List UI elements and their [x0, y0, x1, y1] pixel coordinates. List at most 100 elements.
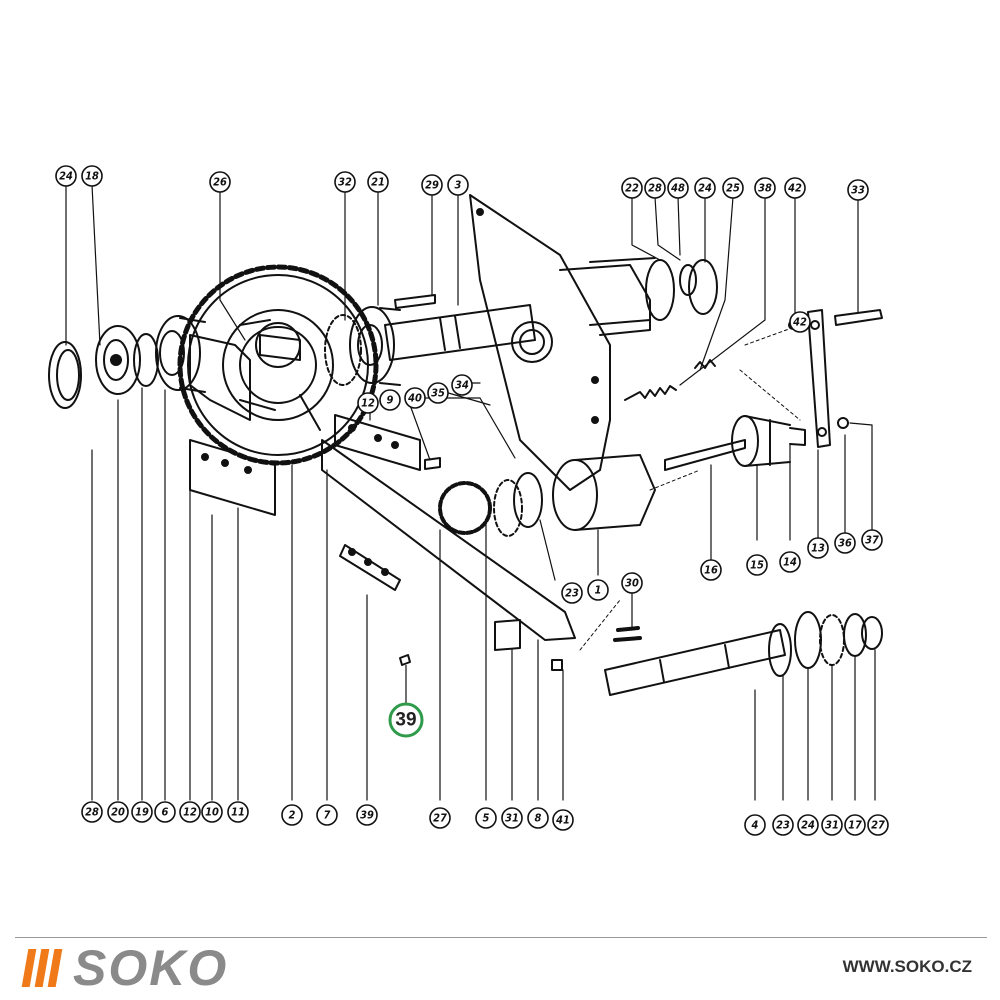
part-label-circle	[861, 529, 883, 551]
part-label-circle	[421, 174, 443, 196]
part-label-19: 19	[131, 801, 153, 823]
part-label-6: 6	[154, 801, 176, 823]
part-label-42: 42	[789, 311, 811, 333]
part-label-27: 27	[429, 807, 451, 829]
lower-shaft	[604, 611, 883, 696]
part-label-7: 7	[316, 804, 338, 826]
part-label-18: 18	[81, 165, 103, 187]
part-label-circle	[807, 537, 829, 559]
part-label-circle	[552, 809, 574, 831]
exploded-parts-diagram: 2418263221293222848242538423391240353430…	[48, 165, 889, 836]
part-number: 32	[338, 176, 352, 189]
part-number: 38	[758, 182, 772, 195]
part-label-2: 2	[281, 804, 303, 826]
part-number: 31	[825, 819, 839, 832]
part-label-circle	[281, 804, 303, 826]
part-label-circle	[131, 801, 153, 823]
part-label-15: 15	[746, 554, 768, 576]
part-label-circle	[427, 382, 449, 404]
part-number: 29	[425, 179, 439, 192]
small-sprocket	[438, 472, 543, 537]
footer-divider	[15, 937, 987, 938]
part-number: 26	[213, 176, 227, 189]
part-label-24: 24	[694, 177, 716, 199]
drawing	[48, 184, 883, 801]
part-label-circle	[81, 165, 103, 187]
part-label-24: 24	[55, 165, 77, 187]
part-label-27: 27	[867, 814, 889, 836]
part-label-circle	[844, 814, 866, 836]
sprocket-bracket	[189, 334, 251, 421]
part-number: 16	[704, 564, 718, 577]
part-label-circle	[209, 171, 231, 193]
part-label-circle	[107, 801, 129, 823]
part-number: 6	[162, 806, 169, 819]
nut-41	[551, 659, 563, 671]
part-number: 48	[671, 182, 685, 195]
part-label-circle	[621, 572, 643, 594]
part-number: 24	[59, 170, 73, 183]
part-label-circle	[154, 801, 176, 823]
part-label-25: 25	[722, 177, 744, 199]
link-plates	[189, 414, 576, 641]
part-label-12: 12	[357, 392, 379, 414]
part-number: 1	[595, 584, 602, 597]
part-label-36: 36	[834, 532, 856, 554]
part-number: 39	[360, 809, 374, 822]
part-label-10: 10	[201, 801, 223, 823]
part-label-38: 38	[754, 177, 776, 199]
part-label-circle	[744, 814, 766, 836]
part-number: 10	[205, 806, 219, 819]
part-number: 21	[371, 176, 385, 189]
part-label-13: 13	[807, 537, 829, 559]
part-number: 2	[289, 809, 296, 822]
part-label-circle	[797, 814, 819, 836]
part-label-37: 37	[861, 529, 883, 551]
part-number: 34	[455, 379, 469, 392]
part-label-21: 21	[367, 171, 389, 193]
part-number: 20	[111, 806, 125, 819]
part-label-circle	[694, 177, 716, 199]
website-link[interactable]: WWW.SOKO.CZ	[842, 957, 972, 976]
part-number: 4	[752, 819, 759, 832]
part-number: 35	[431, 387, 445, 400]
logo-stripes-icon	[21, 949, 63, 987]
part-label-circle	[587, 579, 609, 601]
part-number: 28	[648, 182, 662, 195]
part-number: 24	[801, 819, 815, 832]
part-label-42: 42	[784, 177, 806, 199]
part-label-17: 17	[844, 814, 866, 836]
large-sprocket	[177, 264, 379, 466]
part-label-circle	[779, 551, 801, 573]
part-label-circle	[667, 177, 689, 199]
part-number: 12	[361, 397, 375, 410]
part-label-24: 24	[797, 814, 819, 836]
callout-label: 39	[395, 710, 416, 731]
part-number: 12	[183, 806, 197, 819]
part-label-circle	[867, 814, 889, 836]
part-number: 18	[85, 170, 99, 183]
part-label-circle	[81, 801, 103, 823]
callout-circle	[388, 702, 424, 738]
part-label-circle	[451, 374, 473, 396]
part-label-circle	[621, 177, 643, 199]
part-number: 37	[865, 534, 879, 547]
brand-name: SOKO	[73, 940, 229, 996]
part-label-40: 40	[404, 387, 426, 409]
part-label-41: 41	[552, 809, 574, 831]
part-number: 7	[324, 809, 331, 822]
part-label-4: 4	[744, 814, 766, 836]
part-number: 19	[135, 806, 149, 819]
part-label-circle	[527, 807, 549, 829]
part-label-circle	[356, 804, 378, 826]
part-label-circle	[501, 807, 523, 829]
part-label-5: 5	[475, 807, 497, 829]
part-label-circle	[55, 165, 77, 187]
part-label-circle	[834, 532, 856, 554]
part-number: 5	[483, 812, 490, 825]
part-label-8: 8	[527, 807, 549, 829]
part-number: 24	[698, 182, 712, 195]
part-number: 23	[776, 819, 790, 832]
part-number: 27	[871, 819, 885, 832]
part-label-34: 34	[451, 374, 473, 396]
